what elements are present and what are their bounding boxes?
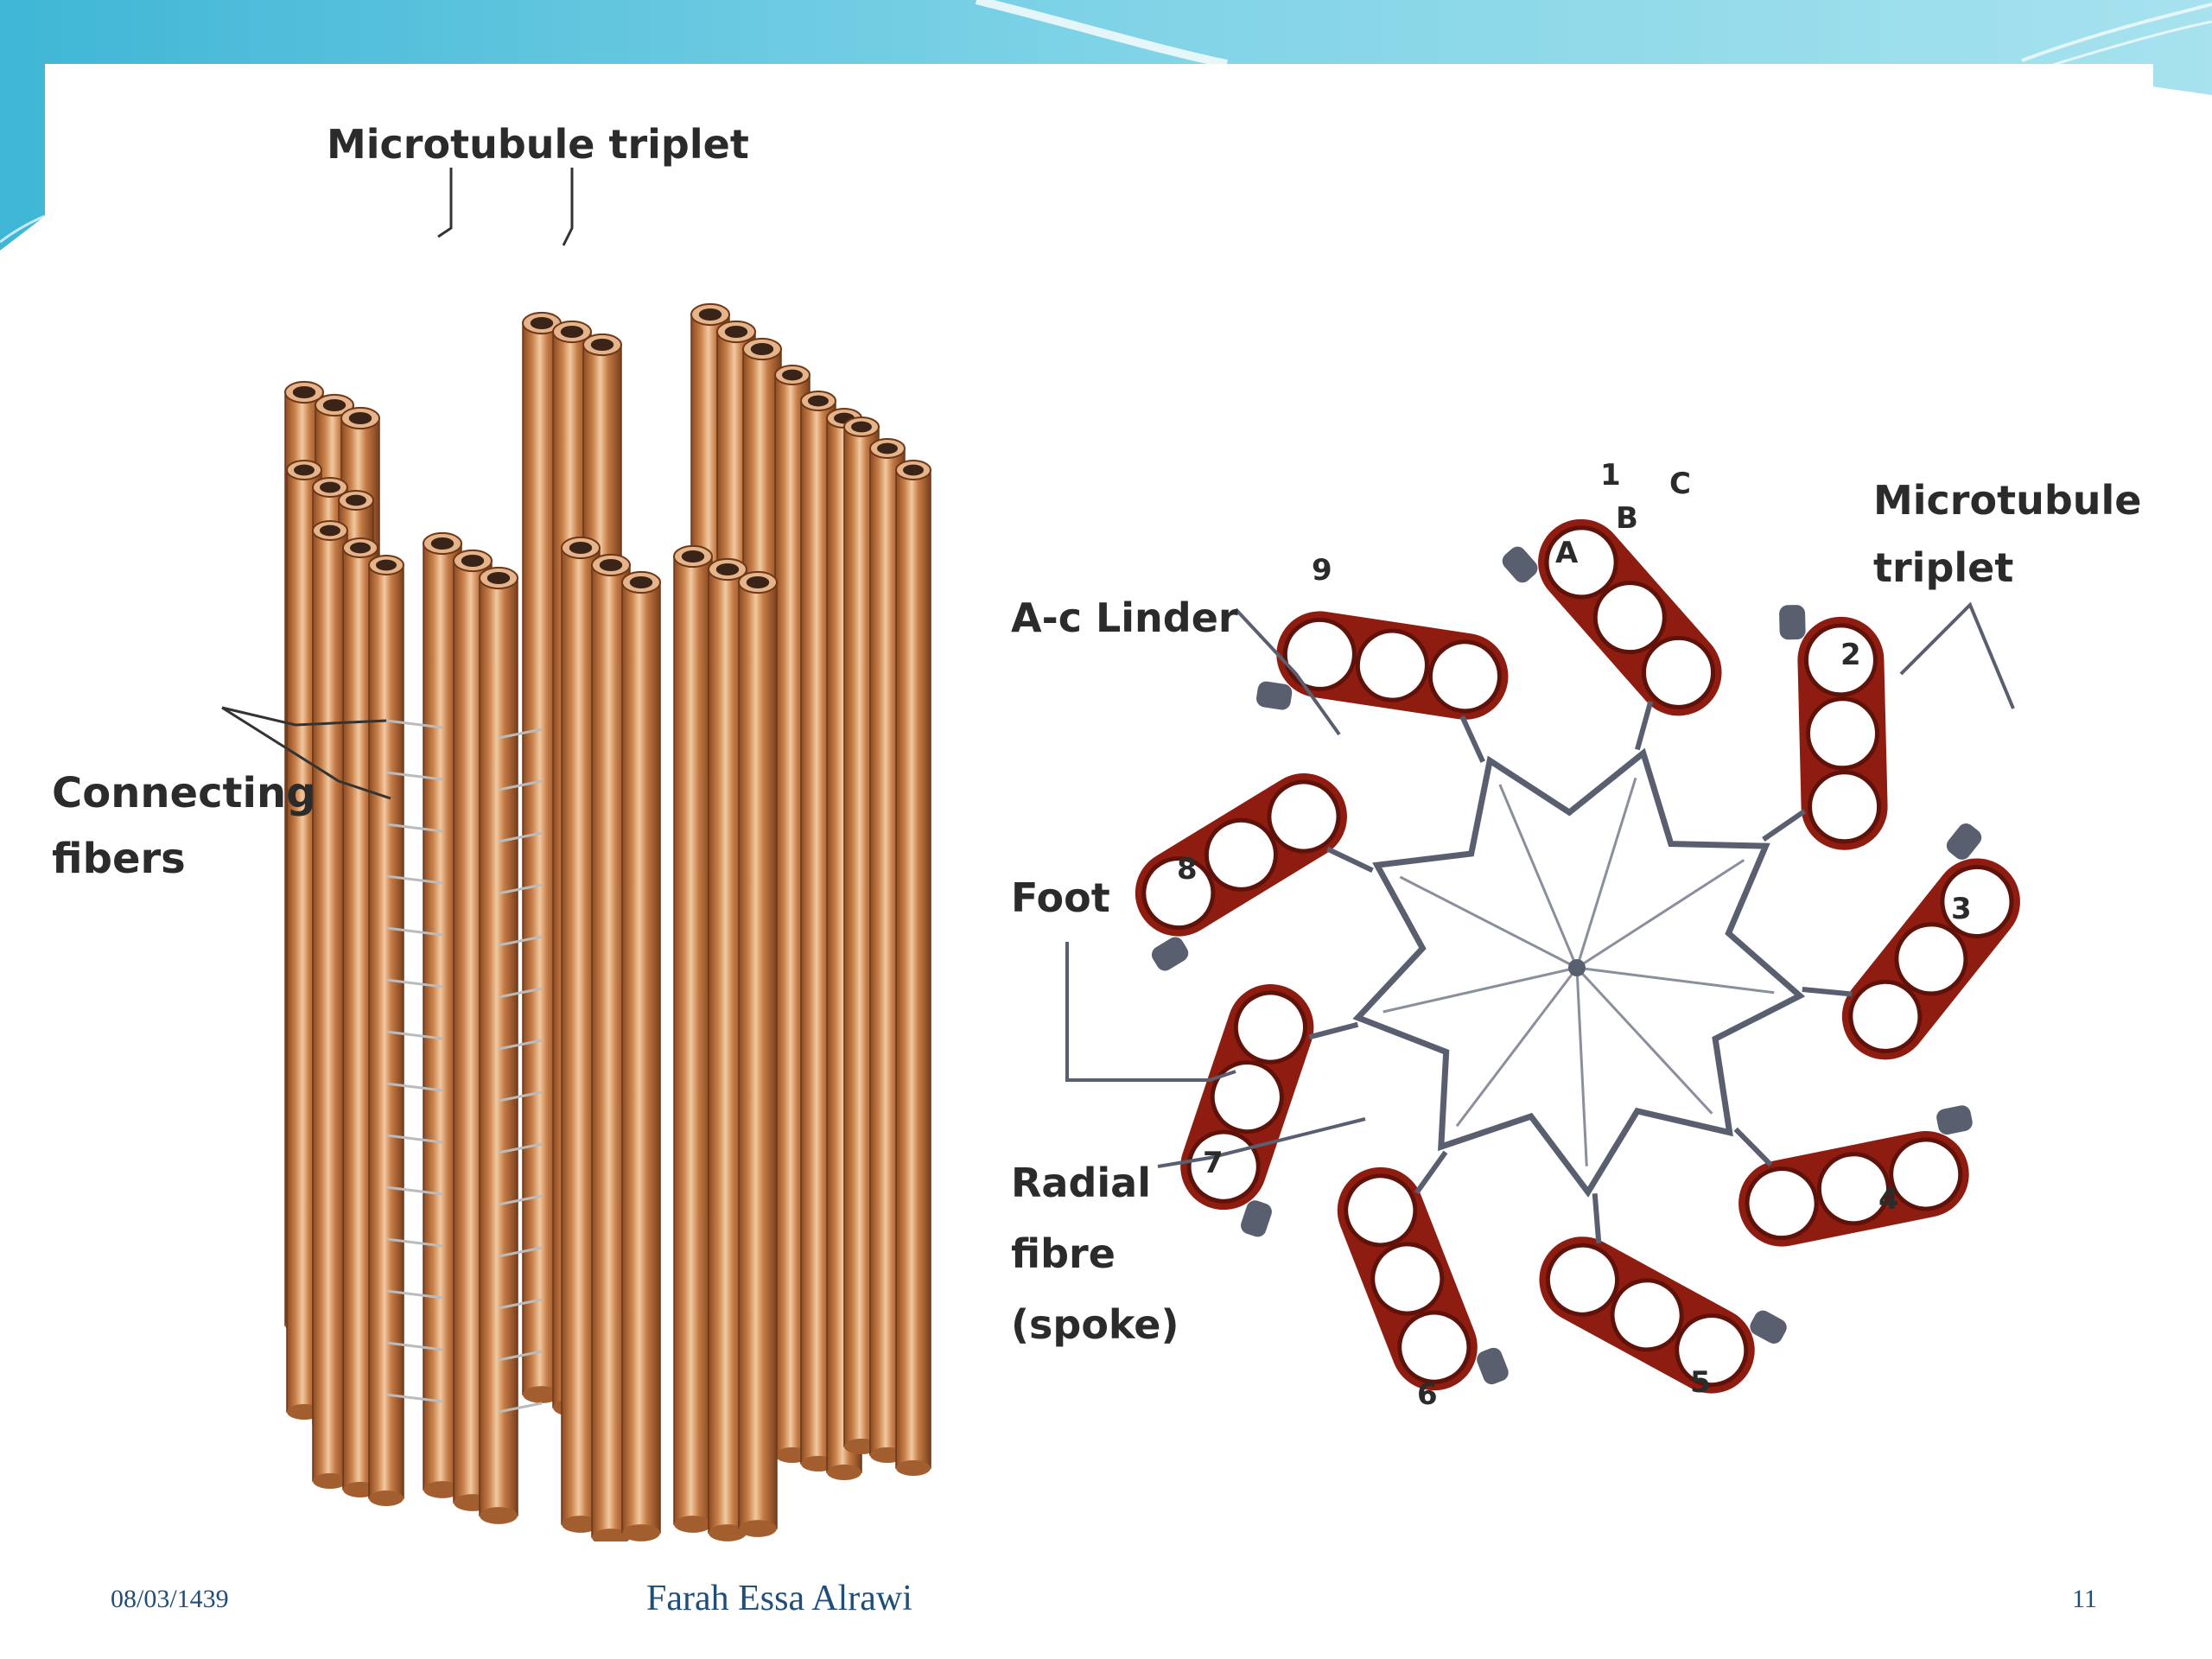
centriole-3d-illustration — [221, 168, 931, 1541]
foot-label: Foot — [1011, 874, 1110, 921]
connecting-fiber — [498, 1142, 543, 1154]
right-microtubule-triplet-label: Microtubule triplet — [1873, 477, 2142, 591]
connecting-fiber — [498, 1194, 543, 1206]
connecting-fiber — [498, 935, 543, 947]
connecting-fiber — [385, 719, 443, 729]
ac-linker — [1733, 1127, 1773, 1167]
connecting-fiber — [498, 883, 543, 895]
triplet-number-1: 1 — [1600, 458, 1621, 493]
microtubule-rod — [738, 570, 778, 1537]
ac-linker — [1802, 987, 1853, 997]
triplet-number-2: 2 — [1840, 638, 1861, 672]
connecting-fiber — [498, 728, 543, 740]
microtubule-rod — [895, 460, 931, 1476]
connecting-fiber — [385, 823, 443, 833]
triplet-number-3: 3 — [1951, 892, 1972, 926]
connecting-fiber — [385, 1134, 443, 1144]
triplet-number-7: 7 — [1203, 1146, 1224, 1180]
radial-fibre-label: Radial fibre (spoke) — [1011, 1160, 1179, 1348]
radial-spoke — [1455, 967, 1579, 1128]
microtubule-triplet — [1337, 1166, 1509, 1391]
connecting-fiber — [498, 1298, 543, 1310]
microtubule-rod — [368, 555, 404, 1506]
microtubule-triplet — [1539, 1236, 1787, 1394]
triplet-number-9: 9 — [1312, 553, 1332, 588]
connecting-fiber — [385, 978, 443, 988]
connecting-fiber — [498, 1350, 543, 1362]
left-microtubule-triplet-label: Microtubule triplet — [327, 121, 749, 168]
ac-linker — [1592, 1192, 1602, 1244]
connecting-fiber — [498, 779, 543, 791]
connecting-fiber — [385, 1289, 443, 1300]
connecting-fiber — [385, 1237, 443, 1248]
triplet-number-4: 4 — [1878, 1182, 1899, 1217]
microtubule-triplet — [1256, 611, 1509, 720]
connecting-fibers-label: Connecting fibers — [52, 769, 316, 883]
subunit-label-b: B — [1616, 501, 1638, 536]
connecting-fiber — [498, 1039, 543, 1051]
cartwheel-outline — [1352, 747, 1806, 1198]
microtubule-triplet — [1180, 984, 1314, 1237]
connecting-fiber — [385, 1082, 443, 1092]
microtubule-triplet — [1502, 518, 1722, 716]
radial-spoke — [1576, 966, 1775, 995]
microtubule-rod — [312, 520, 348, 1489]
connecting-fiber — [385, 1185, 443, 1196]
triplet-number-8: 8 — [1177, 852, 1198, 887]
microtubule-triplet — [1738, 1105, 1973, 1247]
microtubule-rod — [673, 544, 713, 1533]
ac-linker — [1414, 1150, 1448, 1195]
microtubule-rod — [621, 570, 661, 1541]
radial-spoke — [1575, 967, 1588, 1166]
connecting-fiber — [498, 1402, 543, 1414]
connecting-fiber — [498, 1090, 543, 1103]
triplet-leader — [1899, 601, 2015, 709]
ac-linker — [1326, 846, 1374, 874]
foot-leader — [1065, 942, 1236, 1082]
radial-spoke — [1498, 784, 1579, 969]
connecting-fiber — [385, 1393, 443, 1403]
connecting-fiber — [385, 1030, 443, 1040]
ac-linker — [1459, 715, 1485, 763]
connecting-fiber — [498, 987, 543, 999]
microtubule-triplet — [1135, 773, 1347, 971]
triplet-number-5: 5 — [1690, 1365, 1711, 1400]
ac-linker-leader — [1234, 607, 1341, 736]
microtubule-triplet — [1841, 823, 2020, 1060]
subunit-label-a: A — [1555, 536, 1579, 570]
footer-page-number: 11 — [2072, 1585, 2097, 1613]
radial-spoke — [1399, 875, 1578, 969]
connecting-fiber — [385, 771, 443, 781]
ac-linker — [1762, 809, 1807, 842]
connecting-fiber — [385, 874, 443, 885]
radial-spoke — [1576, 859, 1745, 969]
radial-leader — [1157, 1117, 1366, 1168]
radial-spoke — [1575, 966, 1713, 1115]
ac-linker — [1635, 701, 1654, 751]
subunit-label-c: C — [1669, 467, 1691, 501]
connecting-fiber — [385, 926, 443, 937]
connecting-fiber — [498, 831, 543, 843]
central-hub — [1568, 959, 1586, 976]
connecting-fiber — [385, 1341, 443, 1351]
centriole-cross-section-diagram — [1065, 518, 2020, 1394]
radial-spoke — [1575, 777, 1637, 969]
footer-date: 08/03/1439 — [111, 1585, 229, 1613]
microtubule-triplet — [1779, 605, 1888, 850]
footer-author: Farah Essa Alrawi — [646, 1579, 912, 1618]
radial-spoke — [1382, 966, 1578, 1014]
triplet-number-6: 6 — [1417, 1377, 1438, 1412]
ac-linker-label: A-c Linder — [1011, 594, 1238, 641]
ac-linker — [1308, 1021, 1359, 1040]
connecting-fiber — [498, 1246, 543, 1258]
